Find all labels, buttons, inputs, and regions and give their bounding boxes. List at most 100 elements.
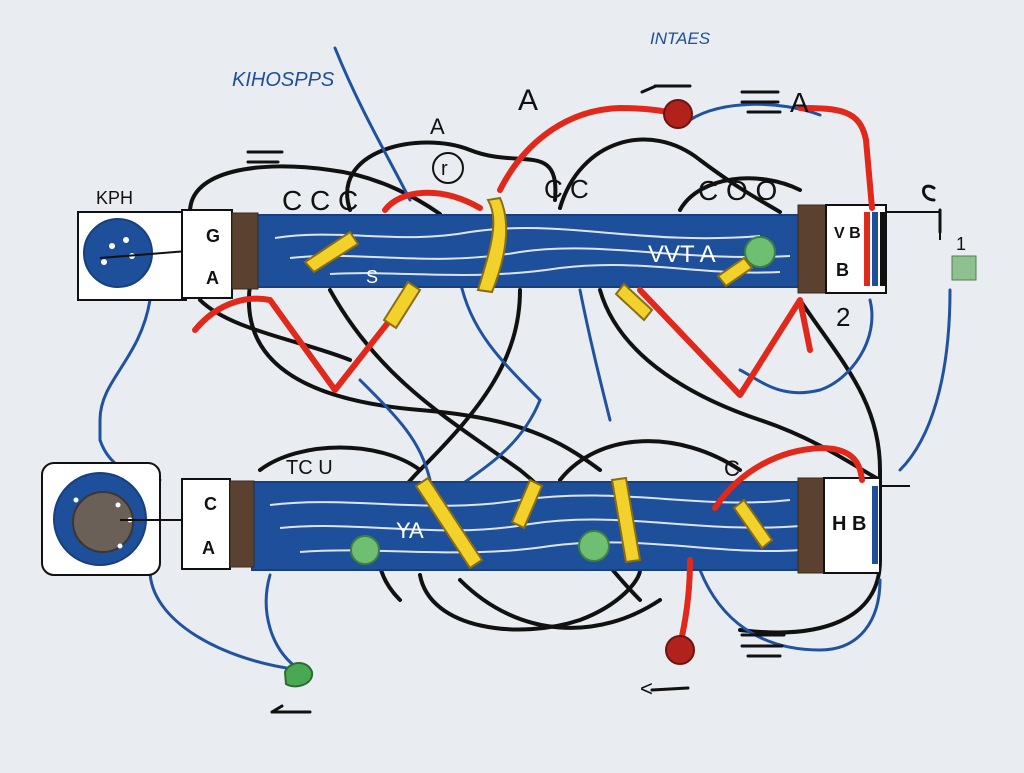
red-node-top [663, 99, 693, 129]
blue-wire-right-outer [898, 288, 952, 472]
black-wires [188, 137, 882, 635]
red-wire-right-riser [797, 105, 875, 211]
upper-left-meter-dial [83, 218, 153, 288]
label-top-right-a: A [790, 87, 809, 118]
red-wire-lower-right [712, 445, 865, 511]
upper-bar-left-text: S [366, 267, 378, 287]
label-cc-mid: C C [544, 174, 589, 204]
lower-bar-white-line-2 [279, 518, 801, 532]
label-top-a-small: A [430, 114, 445, 139]
lower-left-meter-knob [72, 491, 134, 553]
blue-wire-bottom-left [148, 568, 302, 672]
misc-marks [246, 84, 942, 714]
label-kph: KPH [96, 188, 133, 208]
black-wire-lower-arc [558, 439, 742, 482]
red-node-bottom [665, 635, 695, 665]
r-circle [432, 152, 464, 184]
blue-wire-pointer [333, 46, 412, 202]
mark-arrow-bottom-mid [650, 686, 690, 692]
black-wire-top-loop-right [558, 137, 782, 214]
upper-left-label-box [181, 209, 233, 299]
green-node-upper-right [744, 236, 776, 268]
black-wire-top-loop-mid [345, 140, 558, 212]
yellow-clip-lower-2 [510, 478, 544, 530]
upper-left-terminal: G A [77, 209, 259, 301]
upper-right-box-top-label: V B [834, 225, 861, 242]
upper-left-brown-terminal [231, 212, 259, 290]
label-r-circle: r [441, 158, 448, 180]
black-wire-mid-under [458, 578, 662, 630]
red-wires [192, 105, 875, 648]
green-node-lower-mid [578, 530, 610, 562]
blue-wire-lower-right [698, 568, 882, 652]
mark-dashes-top-right [740, 90, 782, 114]
yellow-clip-lower-4 [732, 498, 774, 550]
lower-right-terminal: H B [797, 477, 910, 574]
mark-arrow-bottom-left [270, 704, 312, 714]
lower-right-brown-terminal [797, 477, 825, 574]
upper-bar-white-line-2 [289, 247, 791, 260]
yellow-clip-upper-4 [614, 282, 654, 322]
green-node-lower-left [350, 535, 380, 565]
label-top-right-script: INTAES [650, 29, 711, 48]
black-wire-left-cross [198, 298, 352, 362]
label-top-a-large: A [518, 84, 538, 117]
lower-left-box-bottom-label: A [202, 538, 215, 558]
yellow-clip-lower-1 [414, 476, 484, 570]
lower-right-box-label: H B [832, 513, 866, 535]
mark-arrow-top-right [640, 84, 692, 94]
red-wire-left-zigzag [192, 295, 408, 393]
upper-left-box-bottom-label: A [206, 268, 219, 288]
red-wire-top-arc [497, 105, 683, 193]
mark-top-dash-left [246, 150, 284, 164]
upper-bar-white-line-3 [329, 263, 781, 276]
lower-bar-text: YA [396, 518, 424, 543]
label-ccc-left: C C C [282, 185, 358, 216]
upper-left-box-top-label: G [206, 226, 220, 246]
lower-left-box-top-label: C [204, 494, 217, 514]
blue-wires [98, 46, 952, 672]
red-wire-top-hook [382, 189, 483, 213]
label-tcu: TC U [286, 457, 333, 479]
black-wire-lower-loop-2 [258, 445, 422, 472]
upper-bar-right-text: VVT A [648, 241, 716, 268]
yellow-clip-upper-3 [382, 280, 422, 330]
yellow-clip-upper-2 [476, 196, 508, 294]
label-one: 1 [956, 234, 966, 254]
label-top-left-script: KIHOSPPS [232, 69, 335, 91]
blue-wire-right-down [738, 298, 874, 395]
lower-right-label-box [823, 477, 881, 574]
black-wire-left-drop [246, 283, 602, 472]
green-plug-bottom [283, 662, 314, 688]
label-c-right-low: C [724, 456, 740, 481]
label-two: 2 [836, 302, 850, 332]
mark-circle-top-right [922, 184, 936, 202]
yellow-clips [303, 196, 774, 570]
red-wire-lower-drop [677, 557, 693, 648]
upper-right-terminal: V B B [797, 204, 977, 294]
blue-wire-left-outer [98, 298, 152, 442]
blue-wire-lower-left-2 [264, 573, 302, 672]
upper-right-box-bottom-label: B [836, 260, 849, 280]
label-bottom-right-mark: < [640, 676, 653, 701]
lower-bar-white-line-1 [269, 494, 791, 507]
upper-right-brown-terminal [797, 204, 827, 294]
blue-wire-diag [358, 378, 432, 482]
mark-dash-bottom-right [740, 633, 786, 658]
lower-left-terminal: C A [41, 462, 255, 576]
black-wire-lower-loop [418, 568, 642, 632]
yellow-clip-upper-1 [303, 230, 360, 274]
label-coo-right: C O O [698, 175, 777, 206]
black-wire-right-arc [678, 176, 802, 212]
blue-wire-center-1 [458, 278, 542, 402]
upper-bar-white-line-1 [274, 227, 761, 240]
lower-left-brown-terminal [229, 480, 255, 568]
black-wire-cross-3 [598, 288, 882, 482]
black-wire-top-arc-left [188, 164, 442, 216]
yellow-clip-upper-5 [716, 256, 754, 288]
right-green-connector [951, 255, 977, 281]
blue-wire-center-2 [578, 288, 612, 422]
red-wire-right-zigzag [637, 287, 813, 398]
